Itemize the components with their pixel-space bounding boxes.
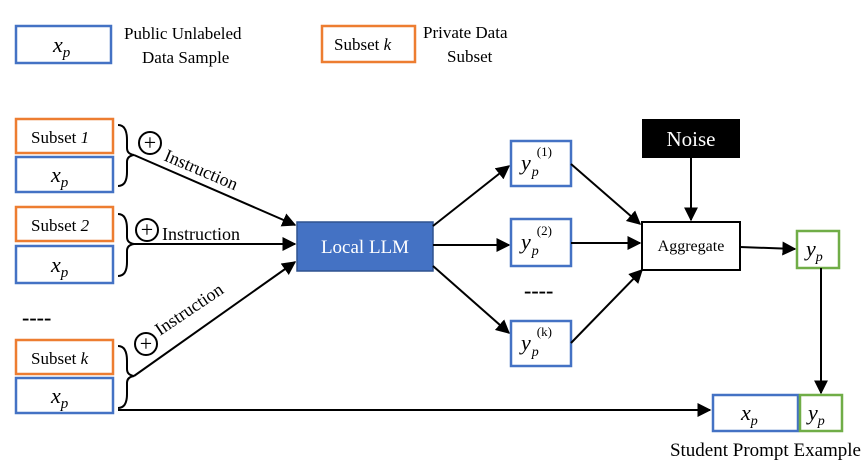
xp-label-k: xp xyxy=(50,383,69,412)
arrow-y1-to-aggregate xyxy=(570,163,642,225)
result-box xyxy=(795,229,841,270)
subset-box-1 xyxy=(14,117,115,155)
legend-private-label-1: Private Data xyxy=(423,23,508,42)
arrow-input-k-to-llm xyxy=(133,261,297,377)
instruction-label-2: Instruction xyxy=(162,224,240,244)
instruction-label-1: Instruction xyxy=(161,145,241,194)
instruction-label-k: Instruction xyxy=(151,279,227,339)
brace-1 xyxy=(117,124,135,187)
output-label-k: yp(k) xyxy=(519,324,552,360)
subset-label-2: Subset 2 xyxy=(31,216,90,235)
plus-circle-k xyxy=(134,332,158,356)
aggregate-label: Aggregate xyxy=(658,238,725,255)
legend-private: Subset k Private Data Subset xyxy=(320,23,508,66)
output-label-2: yp(2) xyxy=(519,223,552,259)
arrow-input-1-to-llm xyxy=(133,154,297,227)
brace-2 xyxy=(117,213,135,277)
output-box-k xyxy=(509,319,573,368)
xp-label-2: xp xyxy=(50,252,69,281)
plus-sign-k: + xyxy=(140,331,152,356)
student-x-label: xp xyxy=(740,400,758,429)
input-ellipsis: ---- xyxy=(22,305,51,330)
xp-box-k xyxy=(14,376,115,415)
legend-public: xp Public Unlabeled Data Sample xyxy=(14,24,242,67)
output-box-2 xyxy=(509,217,573,268)
plus-circle-1 xyxy=(138,131,162,155)
output-box-1 xyxy=(509,139,573,188)
subset-box-k xyxy=(14,338,115,376)
noise-box xyxy=(642,119,740,158)
xp-label-1: xp xyxy=(50,162,69,191)
subset-box-2 xyxy=(14,205,115,243)
legend-public-label-1: Public Unlabeled xyxy=(124,24,242,43)
subset-label-k: Subset k xyxy=(31,349,89,368)
arrow-yk-to-aggregate xyxy=(570,268,643,344)
aggregate-box xyxy=(641,221,741,271)
plus-sign-1: + xyxy=(144,130,156,155)
input-group-1: Subset 1 xp xyxy=(14,117,135,194)
student-y-box xyxy=(798,393,844,433)
student-y-label: yp xyxy=(806,400,825,429)
student-caption: Student Prompt Example xyxy=(670,440,861,461)
local-llm-label: Local LLM xyxy=(321,237,409,258)
subset-label-1: Subset 1 xyxy=(31,128,89,147)
output-ellipsis: ---- xyxy=(524,278,553,303)
input-group-2: Subset 2 xp xyxy=(14,205,135,285)
arrow-llm-to-y1 xyxy=(432,165,511,227)
plus-sign-2: + xyxy=(141,217,153,242)
local-llm-box xyxy=(296,221,434,272)
legend-public-label-2: Data Sample xyxy=(142,48,229,67)
legend-public-box xyxy=(14,24,113,65)
brace-k xyxy=(117,345,135,409)
xp-box-1 xyxy=(14,155,115,194)
legend-private-box xyxy=(320,24,417,64)
output-label-1: yp(1) xyxy=(519,144,552,180)
xp-box-2 xyxy=(14,244,115,285)
arrow-aggregate-to-result xyxy=(739,241,797,256)
arrow-llm-to-yk xyxy=(432,265,511,334)
legend-private-label-2: Subset xyxy=(447,47,493,66)
plus-circle-2 xyxy=(135,218,159,242)
result-label: yp xyxy=(804,236,823,265)
noise-label: Noise xyxy=(667,127,716,151)
input-group-k: Subset k xp xyxy=(14,338,135,415)
student-x-box xyxy=(711,393,800,433)
legend-private-symbol: Subset k xyxy=(334,35,392,54)
legend-public-symbol: xp xyxy=(52,32,71,61)
